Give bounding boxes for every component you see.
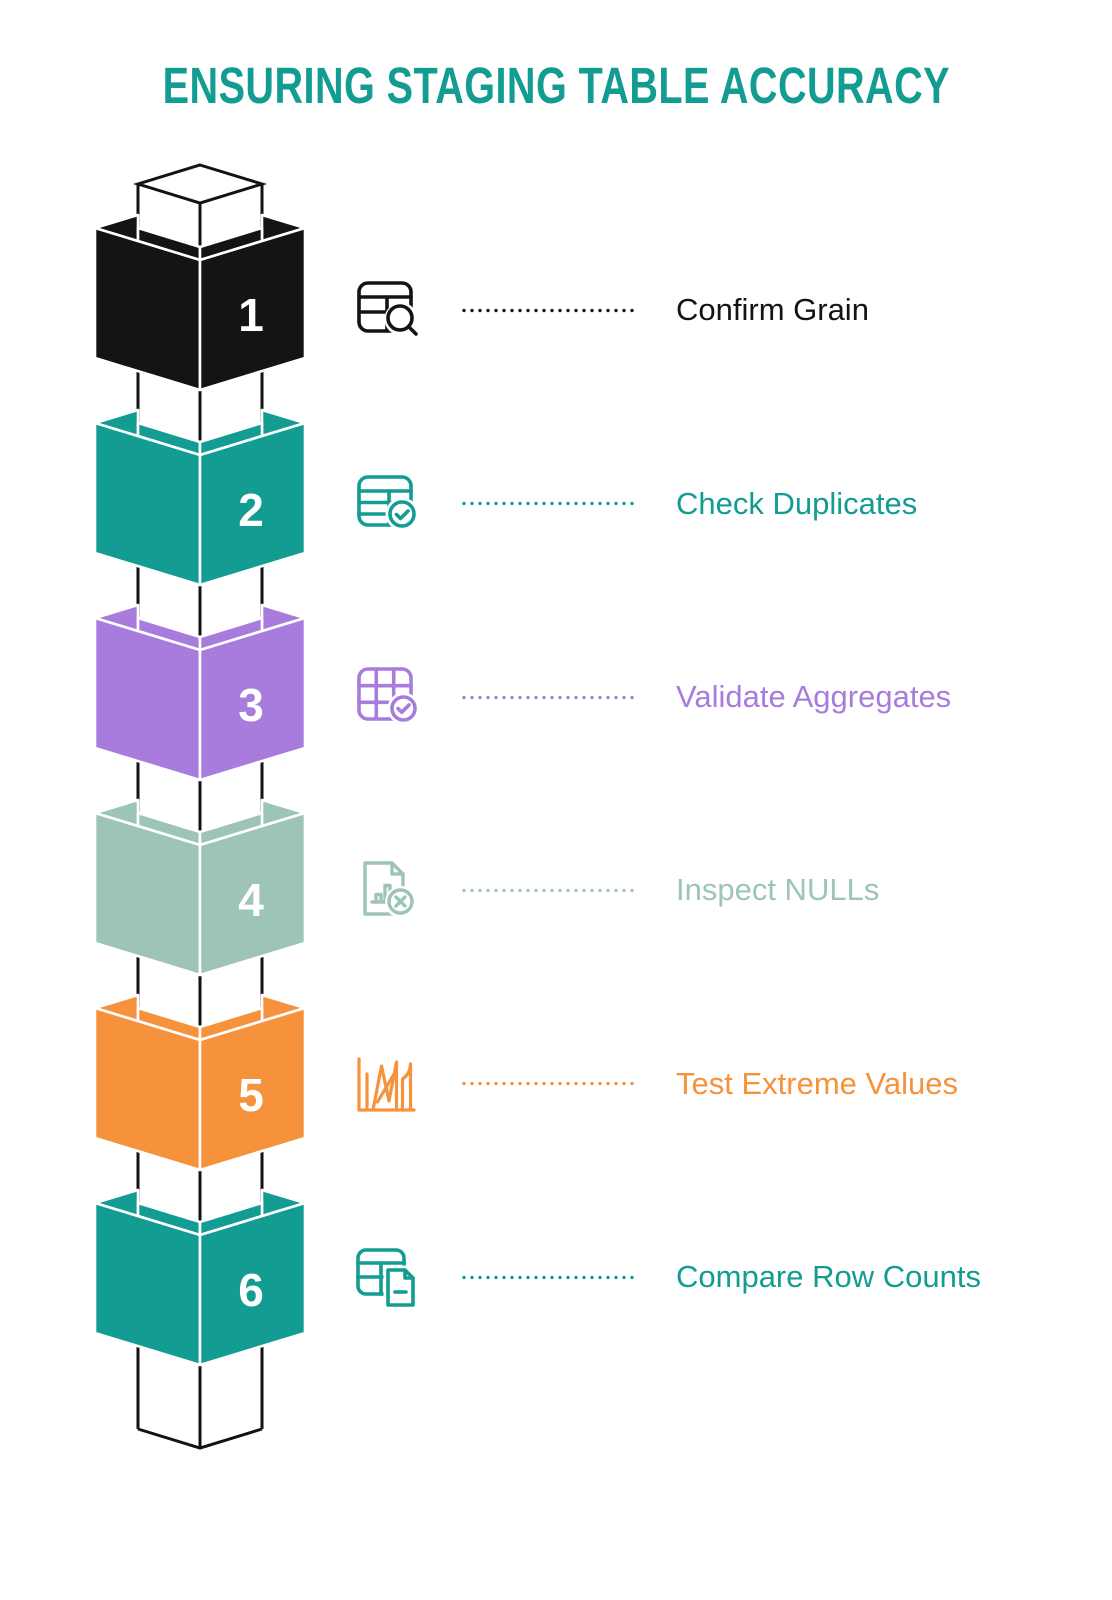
grid-check-icon [357, 667, 420, 725]
page-title: ENSURING STAGING TABLE ACCURACY [162, 56, 950, 115]
step-row-1: Confirm Grain [348, 270, 869, 350]
step-label: Compare Row Counts [676, 1259, 981, 1294]
dotted-connector [460, 694, 638, 700]
svg-text:5: 5 [238, 1069, 264, 1121]
step-row-3: Validate Aggregates [348, 657, 951, 737]
page-title-wrap: ENSURING STAGING TABLE ACCURACY [0, 56, 1112, 114]
svg-text:1: 1 [238, 289, 264, 341]
step-row-4: Inspect NULLs [348, 850, 879, 930]
extreme-values-chart-icon [357, 1056, 416, 1112]
table-search-icon [357, 281, 418, 336]
step-row-6: Compare Row Counts [348, 1237, 981, 1317]
step-row-5: Test Extreme Values [348, 1044, 958, 1124]
dotted-connector [460, 1081, 638, 1086]
step-label: Inspect NULLs [676, 872, 880, 907]
staging-tower-graphic: 1 2 3 4 5 6 [93, 163, 307, 1450]
step-label: Confirm Grain [676, 292, 869, 327]
dotted-connector [460, 1274, 638, 1280]
svg-text:4: 4 [238, 874, 264, 926]
step-label: Validate Aggregates [676, 679, 952, 714]
table-check-icon [357, 474, 419, 530]
svg-text:6: 6 [238, 1264, 264, 1316]
svg-text:2: 2 [238, 484, 264, 536]
dotted-connector [460, 887, 638, 893]
step-label: Test Extreme Values [676, 1065, 958, 1101]
step-label: Check Duplicates [676, 485, 918, 521]
svg-text:3: 3 [238, 679, 264, 731]
table-document-icon [356, 1248, 418, 1310]
dotted-connector [460, 307, 638, 313]
step-row-2: Check Duplicates [348, 464, 917, 544]
dotted-connector [460, 501, 638, 506]
document-error-icon [363, 861, 417, 918]
